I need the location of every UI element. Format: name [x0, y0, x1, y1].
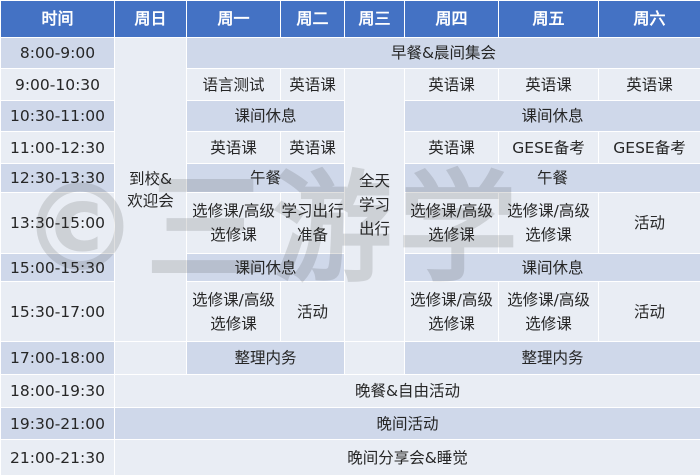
saturday-0900-cell: 英语课	[599, 69, 700, 101]
thu-sat-1700-cell: 整理内务	[405, 342, 700, 375]
time-slot: 19:30-21:00	[1, 408, 115, 440]
saturday-1100-cell: GESE备考	[599, 132, 700, 164]
thursday-1530-text: 选修课/高级选修课	[408, 288, 496, 336]
time-slot: 13:30-15:00	[1, 193, 115, 254]
tuesday-1330-cell: 学习出行准备	[281, 193, 345, 254]
sunday-text: 到校&欢迎会	[122, 168, 180, 212]
table-row: 21:00-21:30 晚间分享会&睡觉	[1, 440, 700, 476]
tuesday-1530-cell: 活动	[281, 282, 345, 342]
header-saturday: 周六	[599, 1, 700, 38]
friday-1100-cell: GESE备考	[499, 132, 599, 164]
header-thursday: 周四	[405, 1, 499, 38]
friday-1330-cell: 选修课/高级选修课	[499, 193, 599, 254]
mon-tue-1030-cell: 课间休息	[187, 101, 345, 132]
monday-1530-cell: 选修课/高级选修课	[187, 282, 281, 342]
header-monday: 周一	[187, 1, 281, 38]
time-slot: 17:00-18:00	[1, 342, 115, 375]
table-row: 8:00-9:00 到校&欢迎会 早餐&晨间集会	[1, 38, 700, 69]
friday-1530-cell: 选修课/高级选修课	[499, 282, 599, 342]
wednesday-1700-cell	[345, 342, 405, 375]
wednesday-cell: 全天学习出行	[345, 69, 405, 342]
time-slot: 8:00-9:00	[1, 38, 115, 69]
tuesday-1100-cell: 英语课	[281, 132, 345, 164]
table-row: 17:00-18:00 整理内务 整理内务	[1, 342, 700, 375]
table-row: 19:30-21:00 晚间活动	[1, 408, 700, 440]
thursday-0900-cell: 英语课	[405, 69, 499, 101]
thu-sat-1230-cell: 午餐	[405, 164, 700, 193]
friday-0900-cell: 英语课	[499, 69, 599, 101]
header-time: 时间	[1, 1, 115, 38]
tuesday-0900-cell: 英语课	[281, 69, 345, 101]
thursday-1330-text: 选修课/高级选修课	[408, 199, 496, 247]
mon-tue-1230-cell: 午餐	[187, 164, 345, 193]
sunday-cell: 到校&欢迎会	[115, 38, 187, 342]
monday-1530-text: 选修课/高级选修课	[190, 288, 278, 336]
time-slot: 15:30-17:00	[1, 282, 115, 342]
monday-1330-cell: 选修课/高级选修课	[187, 193, 281, 254]
friday-1330-text: 选修课/高级选修课	[505, 199, 593, 247]
time-slot: 15:00-15:30	[1, 254, 115, 282]
table-row: 9:00-10:30 语言测试 英语课 全天学习出行 英语课 英语课 英语课	[1, 69, 700, 101]
friday-1530-text: 选修课/高级选修课	[505, 288, 593, 336]
header-row: 时间 周日 周一 周二 周三 周四 周五 周六	[1, 1, 700, 38]
evening-cell: 晚间活动	[115, 408, 700, 440]
time-slot: 12:30-13:30	[1, 164, 115, 193]
thursday-1530-cell: 选修课/高级选修课	[405, 282, 499, 342]
monday-1330-text: 选修课/高级选修课	[190, 199, 278, 247]
table-row: 18:00-19:30 晚餐&自由活动	[1, 375, 700, 408]
monday-0900-cell: 语言测试	[187, 69, 281, 101]
time-slot: 9:00-10:30	[1, 69, 115, 101]
header-sunday: 周日	[115, 1, 187, 38]
thursday-1100-cell: 英语课	[405, 132, 499, 164]
saturday-1530-cell: 活动	[599, 282, 700, 342]
monday-1100-cell: 英语课	[187, 132, 281, 164]
header-wednesday: 周三	[345, 1, 405, 38]
time-slot: 11:00-12:30	[1, 132, 115, 164]
time-slot: 18:00-19:30	[1, 375, 115, 408]
time-slot: 21:00-21:30	[1, 440, 115, 476]
thursday-1330-cell: 选修课/高级选修课	[405, 193, 499, 254]
dinner-cell: 晚餐&自由活动	[115, 375, 700, 408]
night-cell: 晚间分享会&睡觉	[115, 440, 700, 476]
header-friday: 周五	[499, 1, 599, 38]
tuesday-1330-text: 学习出行准备	[282, 199, 344, 247]
thu-sat-1500-cell: 课间休息	[405, 254, 700, 282]
breakfast-cell: 早餐&晨间集会	[187, 38, 700, 69]
header-tuesday: 周二	[281, 1, 345, 38]
mon-tue-1700-cell: 整理内务	[187, 342, 345, 375]
sunday-1700-cell	[115, 342, 187, 375]
wednesday-text: 全天学习出行	[358, 169, 392, 241]
saturday-1330-cell: 活动	[599, 193, 700, 254]
time-slot: 10:30-11:00	[1, 101, 115, 132]
thu-sat-1030-cell: 课间休息	[405, 101, 700, 132]
mon-tue-1500-cell: 课间休息	[187, 254, 345, 282]
